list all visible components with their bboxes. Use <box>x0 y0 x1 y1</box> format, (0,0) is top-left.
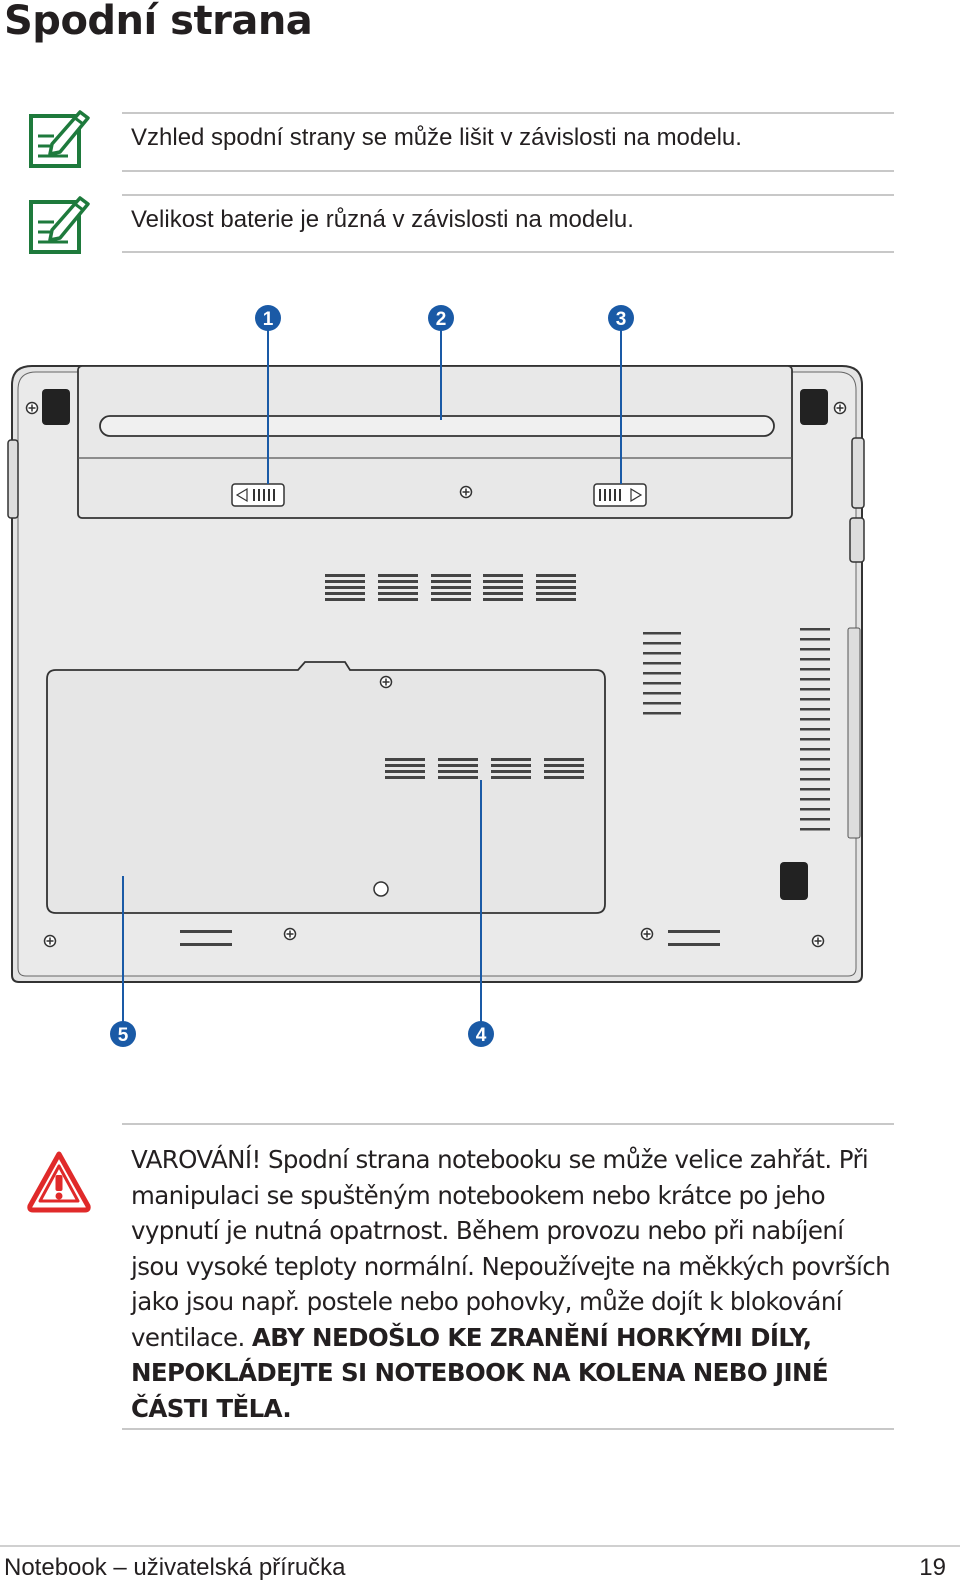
warning-top-rule <box>122 1123 894 1125</box>
note-separator <box>122 170 894 172</box>
callout-1: 1 <box>255 305 281 331</box>
callout-5: 5 <box>110 1021 136 1047</box>
callout-4: 4 <box>468 1021 494 1047</box>
note-top-rule <box>122 194 894 196</box>
callout-2-label: 2 <box>436 309 447 330</box>
laptop-bottom-diagram: 1 2 3 4 5 <box>7 305 865 1047</box>
footer-manual-title: Notebook – uživatelská příručka <box>4 1554 346 1581</box>
footer-rule <box>0 1545 960 1547</box>
page-number: 19 <box>919 1554 946 1581</box>
note-text: Vzhled spodní strany se může lišit v záv… <box>131 124 742 151</box>
warning-bottom-rule <box>122 1428 894 1430</box>
warning-emphasis: ABY NEDOŠLO KE ZRANĚNÍ HORKÝMI DÍLY, NEP… <box>131 1322 829 1423</box>
callout-3-label: 3 <box>616 309 627 330</box>
note-text: Velikost baterie je různá v závislosti n… <box>131 206 634 233</box>
note-pencil-icon <box>29 196 90 254</box>
warning-text: VAROVÁNÍ! Spodní strana notebooku se můž… <box>131 1142 891 1426</box>
note-top-rule <box>122 112 894 114</box>
callout-3: 3 <box>608 305 634 331</box>
note-separator <box>122 251 894 253</box>
callout-1-label: 1 <box>263 309 274 330</box>
callout-2: 2 <box>428 305 454 331</box>
page-title: Spodní strana <box>4 0 313 44</box>
note-pencil-icon <box>29 110 90 168</box>
warning-body: VAROVÁNÍ! Spodní strana notebooku se můž… <box>131 1145 891 1352</box>
callout-5-label: 5 <box>118 1025 129 1046</box>
warning-triangle-icon <box>27 1151 91 1213</box>
callout-4-label: 4 <box>476 1025 487 1046</box>
